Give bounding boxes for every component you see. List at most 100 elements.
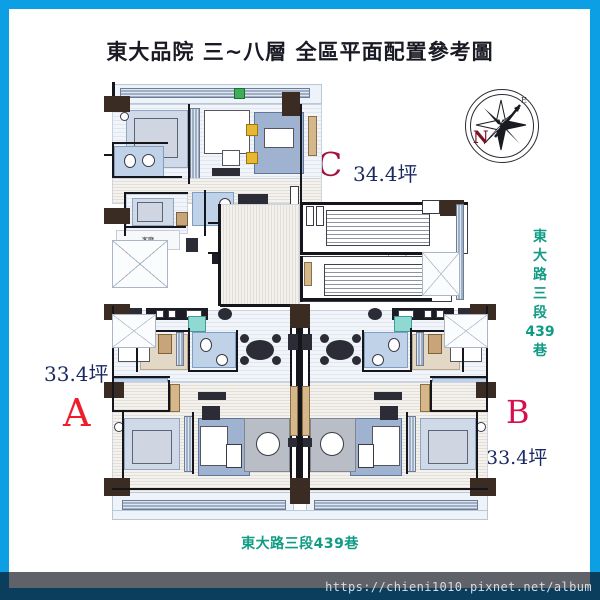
core-lobby-wall: [218, 204, 221, 306]
column-c-w: [104, 208, 130, 224]
unit-a-dining-table: [246, 340, 274, 360]
wall-c-03: [112, 142, 168, 144]
unit-b-side-table: [358, 444, 374, 468]
unit-a-sofa: [200, 426, 228, 466]
unit-a-cooktop-2: [168, 310, 176, 318]
wall-center-spine: [296, 328, 303, 490]
wall-b-07: [362, 370, 410, 372]
wall-a-05: [136, 330, 188, 332]
frame-border-left: [0, 0, 9, 578]
unit-c-wardrobe-1: [190, 108, 200, 182]
unit-a-letter: A: [63, 391, 91, 435]
unit-b-utility-basin: [394, 316, 412, 332]
unit-a-basin-1: [216, 354, 228, 366]
unit-a-bathroom-1: [192, 332, 236, 368]
unit-a-dining-chair-1: [240, 334, 249, 343]
wall-c-05: [112, 142, 114, 178]
unit-a-coffee-table: [256, 432, 280, 456]
unit-c-bedroom3-chair: [176, 212, 188, 226]
unit-b-wardrobe-1: [416, 332, 424, 366]
center-door-b: [302, 386, 310, 436]
unit-b-dining-chair-1: [320, 334, 329, 343]
street-char-5: 439: [525, 324, 555, 340]
unit-c-bathroom-1: [114, 146, 164, 178]
wall-b-06: [410, 328, 412, 372]
core-void-west: [112, 240, 168, 288]
unit-b-toilet-1: [388, 338, 400, 352]
unit-c-bedroom3-bed: [137, 202, 163, 222]
compass-inner-ring: [470, 94, 534, 158]
unit-c-cabinet-strip: [212, 168, 240, 176]
frame-border-top: [0, 0, 600, 9]
core-staircase-upper: [326, 210, 430, 246]
unit-a-side-table: [226, 444, 242, 468]
wall-b-13: [306, 488, 488, 490]
wall-a-08: [236, 330, 238, 372]
column-c-nw: [104, 96, 130, 112]
center-door-a: [290, 386, 298, 436]
unit-b-bedroom1-desk: [428, 334, 442, 354]
street-char-3: 三: [533, 286, 547, 302]
wall-c-07: [204, 190, 206, 236]
frame-border-right: [590, 0, 600, 578]
core-wall-left-lower: [300, 256, 303, 302]
unit-b-void-ne: [444, 314, 488, 348]
wall-a-01: [112, 376, 170, 378]
core-shaft-2: [316, 206, 324, 226]
wall-b-05: [412, 330, 464, 332]
unit-a-utility-basin: [188, 316, 206, 332]
unit-b-cooktop-1: [436, 310, 444, 318]
core-wall-mid: [300, 252, 452, 255]
column-b-se: [470, 478, 496, 496]
unit-a-toilet-1: [200, 338, 212, 352]
unit-b-wardrobe-2: [407, 416, 416, 472]
core-shaft-1: [306, 206, 314, 226]
unit-b-bathroom-1: [364, 332, 408, 368]
compass-east-label: E: [521, 96, 527, 105]
unit-a-dining-chair-3: [272, 334, 281, 343]
unit-a-wardrobe-1: [176, 332, 184, 366]
wall-c-02: [188, 104, 190, 184]
column-c-ne: [282, 92, 300, 116]
wall-b-09: [476, 412, 478, 478]
unit-c-bedroom2-desk: [222, 150, 240, 166]
unit-b-master-bed: [428, 430, 468, 464]
unit-a-void-nw: [112, 314, 156, 348]
column-a-w: [104, 382, 124, 398]
unit-a-console: [170, 384, 180, 412]
unit-a-bedroom1-desk: [158, 334, 172, 354]
core-wall-top: [300, 202, 468, 205]
street-char-4: 段: [533, 305, 547, 321]
unit-c-area: 34.4坪: [353, 162, 418, 186]
street-char-1: 大: [533, 248, 547, 264]
wall-c-01: [112, 82, 115, 108]
core-wall-left-upper: [300, 202, 303, 254]
unit-c-east-window: [290, 186, 299, 206]
wall-c-04: [112, 176, 182, 178]
unit-a-washer: [218, 308, 232, 320]
center-fixture-b: [303, 438, 312, 447]
floor-plan-drawing: 客廳: [104, 82, 496, 522]
unit-c-sofa: [264, 128, 294, 148]
unit-a-dining-chair-4: [272, 356, 281, 365]
core-ne-window: [422, 200, 440, 214]
unit-a-south-railing: [122, 500, 286, 510]
unit-c-bedside-lamp: [120, 112, 129, 121]
unit-b-basin-1: [372, 354, 384, 366]
unit-a-area: 33.4坪: [44, 362, 109, 386]
watermark-url: https://chieni1010.pixnet.net/album: [325, 580, 592, 594]
street-label-right: 東 大 路 三 段 439 巷: [525, 228, 555, 361]
wall-b-03: [486, 376, 488, 412]
unit-c-tv-cabinet: [308, 116, 317, 156]
unit-a-media-cabinet: [202, 406, 220, 420]
core-staircase-lower: [324, 264, 428, 296]
unit-b-area: 33.4坪: [486, 447, 548, 469]
street-char-6: 巷: [533, 343, 547, 359]
unit-b-letter: B: [506, 393, 530, 431]
unit-b-coffee-table: [320, 432, 344, 456]
center-meter-a: [288, 334, 298, 350]
street-char-2: 路: [533, 267, 547, 283]
compass-rose-icon: N E: [464, 88, 539, 163]
unit-a-dining-chair-2: [240, 356, 249, 365]
wall-c-08: [124, 192, 188, 194]
